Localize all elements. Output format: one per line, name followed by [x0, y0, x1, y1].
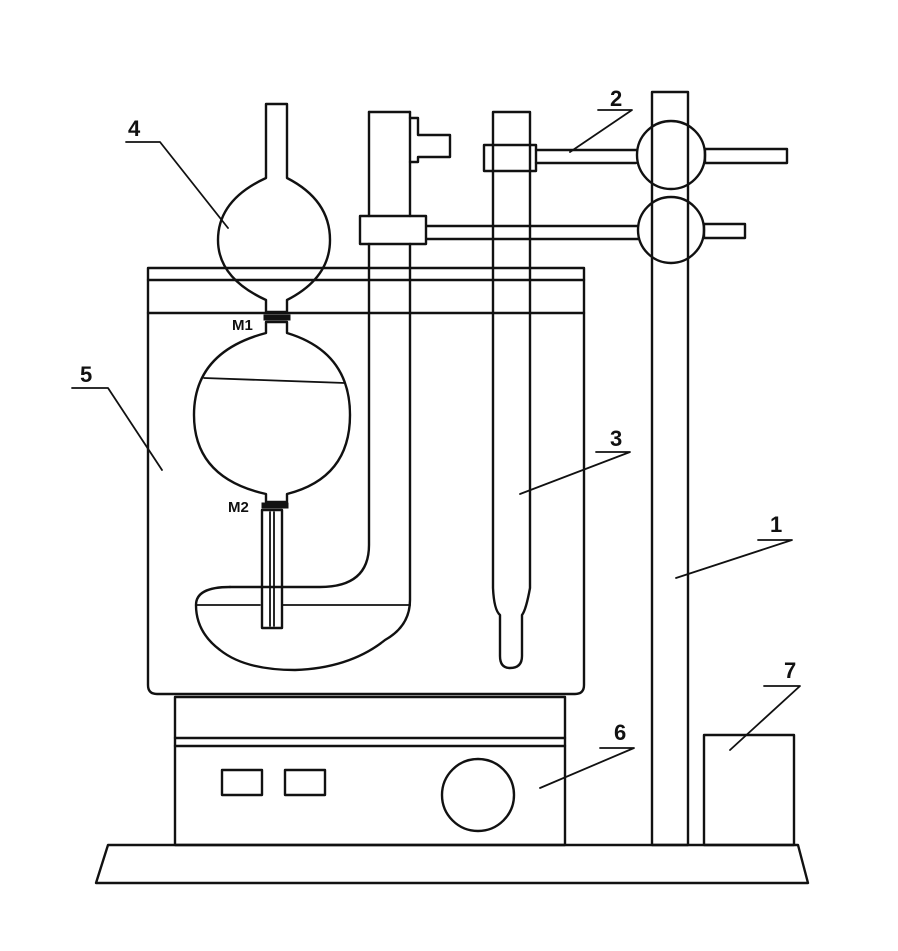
thermometer	[491, 110, 532, 670]
water-bath	[146, 266, 586, 696]
label-2: 2	[610, 86, 622, 111]
mark-m2: M2	[228, 499, 249, 516]
label-5: 5	[80, 362, 92, 387]
stirrer-button-left	[220, 768, 264, 797]
stirrer-button-right	[283, 768, 327, 797]
label-3: 3	[610, 426, 622, 451]
leader-lines	[71, 109, 801, 789]
base-plate	[94, 843, 810, 885]
stirrer-knob	[440, 757, 516, 833]
mark-m1: M1	[232, 317, 253, 334]
label-7: 7	[784, 658, 796, 683]
outlet-tube	[194, 110, 452, 672]
label-1: 1	[770, 512, 782, 537]
label-4: 4	[128, 116, 141, 141]
stand-rod	[650, 90, 690, 847]
label-6: 6	[614, 720, 626, 745]
clamp-upper	[482, 119, 789, 191]
equilibrium-vessel	[192, 102, 352, 630]
beaker	[702, 733, 796, 847]
magnetic-stirrer	[173, 695, 567, 847]
clamp-lower	[358, 195, 747, 265]
